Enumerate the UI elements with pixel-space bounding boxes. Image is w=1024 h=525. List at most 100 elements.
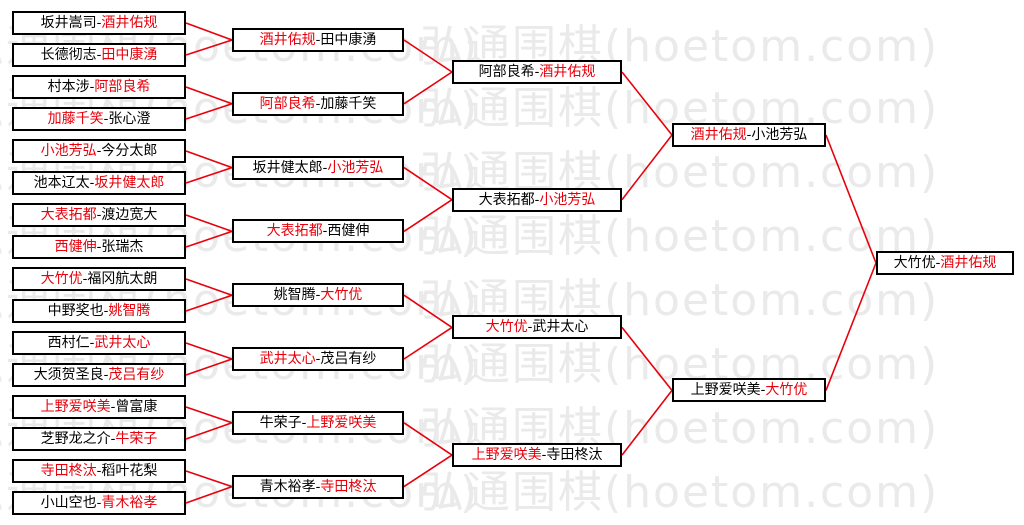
player-name: 小池芳弘 bbox=[539, 191, 596, 208]
player-name: 牛荣子 bbox=[259, 414, 302, 431]
player-name: 大须贺圣良 bbox=[33, 367, 104, 383]
vs-separator: - bbox=[315, 287, 321, 304]
match-box: 坂井健太郎-小池芳弘 bbox=[232, 155, 404, 180]
player-name: 茂吕有纱 bbox=[320, 351, 377, 367]
player-name: 姚智腾 bbox=[108, 303, 151, 319]
player-name: 武井太心 bbox=[532, 319, 589, 336]
player-name: 小池芳弘 bbox=[751, 127, 808, 143]
match-box: 大表拓都-西健伸 bbox=[232, 219, 404, 244]
player-name: 大竹优 bbox=[485, 319, 528, 336]
bracket-connector bbox=[403, 39, 453, 73]
bracket-connector bbox=[185, 294, 233, 312]
match-box: 大表拓都-渡边宽大 bbox=[12, 203, 186, 227]
bracket-connector bbox=[403, 326, 453, 360]
player-name: 坂井健太郎 bbox=[252, 159, 323, 176]
vs-separator: - bbox=[527, 319, 533, 336]
vs-separator: - bbox=[96, 47, 102, 63]
vs-separator: - bbox=[315, 32, 321, 48]
match-box: 长德彻志-田中康湧 bbox=[12, 43, 186, 67]
match-box: 姚智腾-大竹优 bbox=[232, 283, 404, 308]
bracket-connector bbox=[403, 199, 453, 233]
bracket-connector bbox=[403, 294, 453, 329]
player-name: 大竹优 bbox=[893, 255, 936, 271]
player-name: 牛荣子 bbox=[115, 431, 158, 447]
player-name: 张心澄 bbox=[108, 111, 151, 127]
match-box: 大表拓都-小池芳弘 bbox=[452, 187, 622, 212]
player-name: 上野爱咲美 bbox=[471, 447, 542, 464]
vs-separator: - bbox=[82, 271, 88, 287]
match-box: 寺田柊汰-稻叶花梨 bbox=[12, 459, 186, 483]
bracket-connector bbox=[403, 454, 453, 488]
player-name: 稻叶花梨 bbox=[101, 463, 158, 479]
player-name: 上野爱咲美 bbox=[690, 382, 761, 399]
vs-separator: - bbox=[89, 79, 95, 95]
player-name: 酒井佑规 bbox=[940, 255, 997, 271]
player-name: 芝野龙之介 bbox=[40, 431, 111, 447]
player-name: 渡边宽大 bbox=[101, 207, 158, 223]
match-box: 西村仁-武井太心 bbox=[12, 331, 186, 355]
player-name: 小池芳弘 bbox=[40, 143, 97, 159]
match-box: 酒井佑规-小池芳弘 bbox=[672, 123, 826, 147]
bracket-connector bbox=[825, 262, 877, 391]
bracket-connector bbox=[185, 86, 233, 105]
bracket-connector bbox=[185, 39, 233, 56]
match-box: 酒井佑规-田中康湧 bbox=[232, 28, 404, 52]
player-name: 茂吕有纱 bbox=[108, 367, 165, 383]
player-name: 大竹优 bbox=[40, 271, 83, 287]
player-name: 小山空也 bbox=[40, 495, 97, 511]
player-name: 田中康湧 bbox=[320, 32, 377, 48]
player-name: 大表拓都 bbox=[266, 223, 323, 240]
player-name: 寺田柊汰 bbox=[320, 478, 377, 495]
bracket-connector bbox=[403, 166, 453, 201]
match-box: 芝野龙之介-牛荣子 bbox=[12, 427, 186, 451]
bracket-connector bbox=[185, 470, 233, 488]
vs-separator: - bbox=[96, 143, 102, 159]
bracket-connector bbox=[185, 358, 233, 376]
player-name: 加藤千笑 bbox=[47, 111, 104, 127]
vs-separator: - bbox=[746, 127, 752, 143]
player-name: 酒井佑规 bbox=[101, 15, 158, 31]
match-box: 大竹优-武井太心 bbox=[452, 315, 622, 340]
vs-separator: - bbox=[110, 431, 116, 447]
match-box: 小山空也-青木裕孝 bbox=[12, 491, 186, 515]
vs-separator: - bbox=[315, 351, 321, 367]
bracket-connector bbox=[185, 150, 233, 169]
vs-separator: - bbox=[534, 191, 540, 208]
bracket-connector bbox=[185, 166, 233, 184]
match-box: 阿部良希-酒井佑规 bbox=[452, 60, 622, 84]
vs-separator: - bbox=[534, 64, 540, 80]
player-name: 西健伸 bbox=[54, 239, 97, 255]
vs-separator: - bbox=[541, 447, 547, 464]
bracket-connector bbox=[403, 422, 453, 456]
match-box: 西健伸-张瑞杰 bbox=[12, 235, 186, 259]
player-name: 西村仁 bbox=[47, 335, 90, 351]
vs-separator: - bbox=[89, 175, 95, 191]
match-box: 牛荣子-上野爱咲美 bbox=[232, 410, 404, 435]
player-name: 青木裕孝 bbox=[259, 478, 316, 495]
match-box: 大竹优-酒井佑规 bbox=[876, 251, 1014, 275]
player-name: 寺田柊汰 bbox=[546, 447, 603, 464]
player-name: 曾富康 bbox=[115, 399, 158, 415]
player-name: 张瑞杰 bbox=[101, 239, 144, 255]
match-box: 大竹优-福冈航太朗 bbox=[12, 267, 186, 291]
player-name: 加藤千笑 bbox=[320, 95, 377, 112]
bracket-connector bbox=[185, 230, 233, 248]
player-name: 姚智腾 bbox=[273, 287, 316, 304]
match-box: 武井太心-茂吕有纱 bbox=[232, 347, 404, 371]
bracket-connector bbox=[621, 71, 673, 136]
player-name: 坂井嵩司 bbox=[40, 15, 97, 31]
bracket-connector bbox=[621, 326, 673, 391]
player-name: 阿部良希 bbox=[94, 79, 151, 95]
vs-separator: - bbox=[89, 335, 95, 351]
bracket-connector bbox=[825, 134, 877, 264]
vs-separator: - bbox=[322, 159, 328, 176]
match-box: 坂井嵩司-酒井佑规 bbox=[12, 11, 186, 35]
vs-separator: - bbox=[315, 95, 321, 112]
player-name: 上野爱咲美 bbox=[306, 414, 377, 431]
player-name: 池本辽太 bbox=[33, 175, 90, 191]
player-name: 青木裕孝 bbox=[101, 495, 158, 511]
match-box: 加藤千笑-张心澄 bbox=[12, 107, 186, 131]
player-name: 寺田柊汰 bbox=[40, 463, 97, 479]
player-name: 坂井健太郎 bbox=[94, 175, 165, 191]
